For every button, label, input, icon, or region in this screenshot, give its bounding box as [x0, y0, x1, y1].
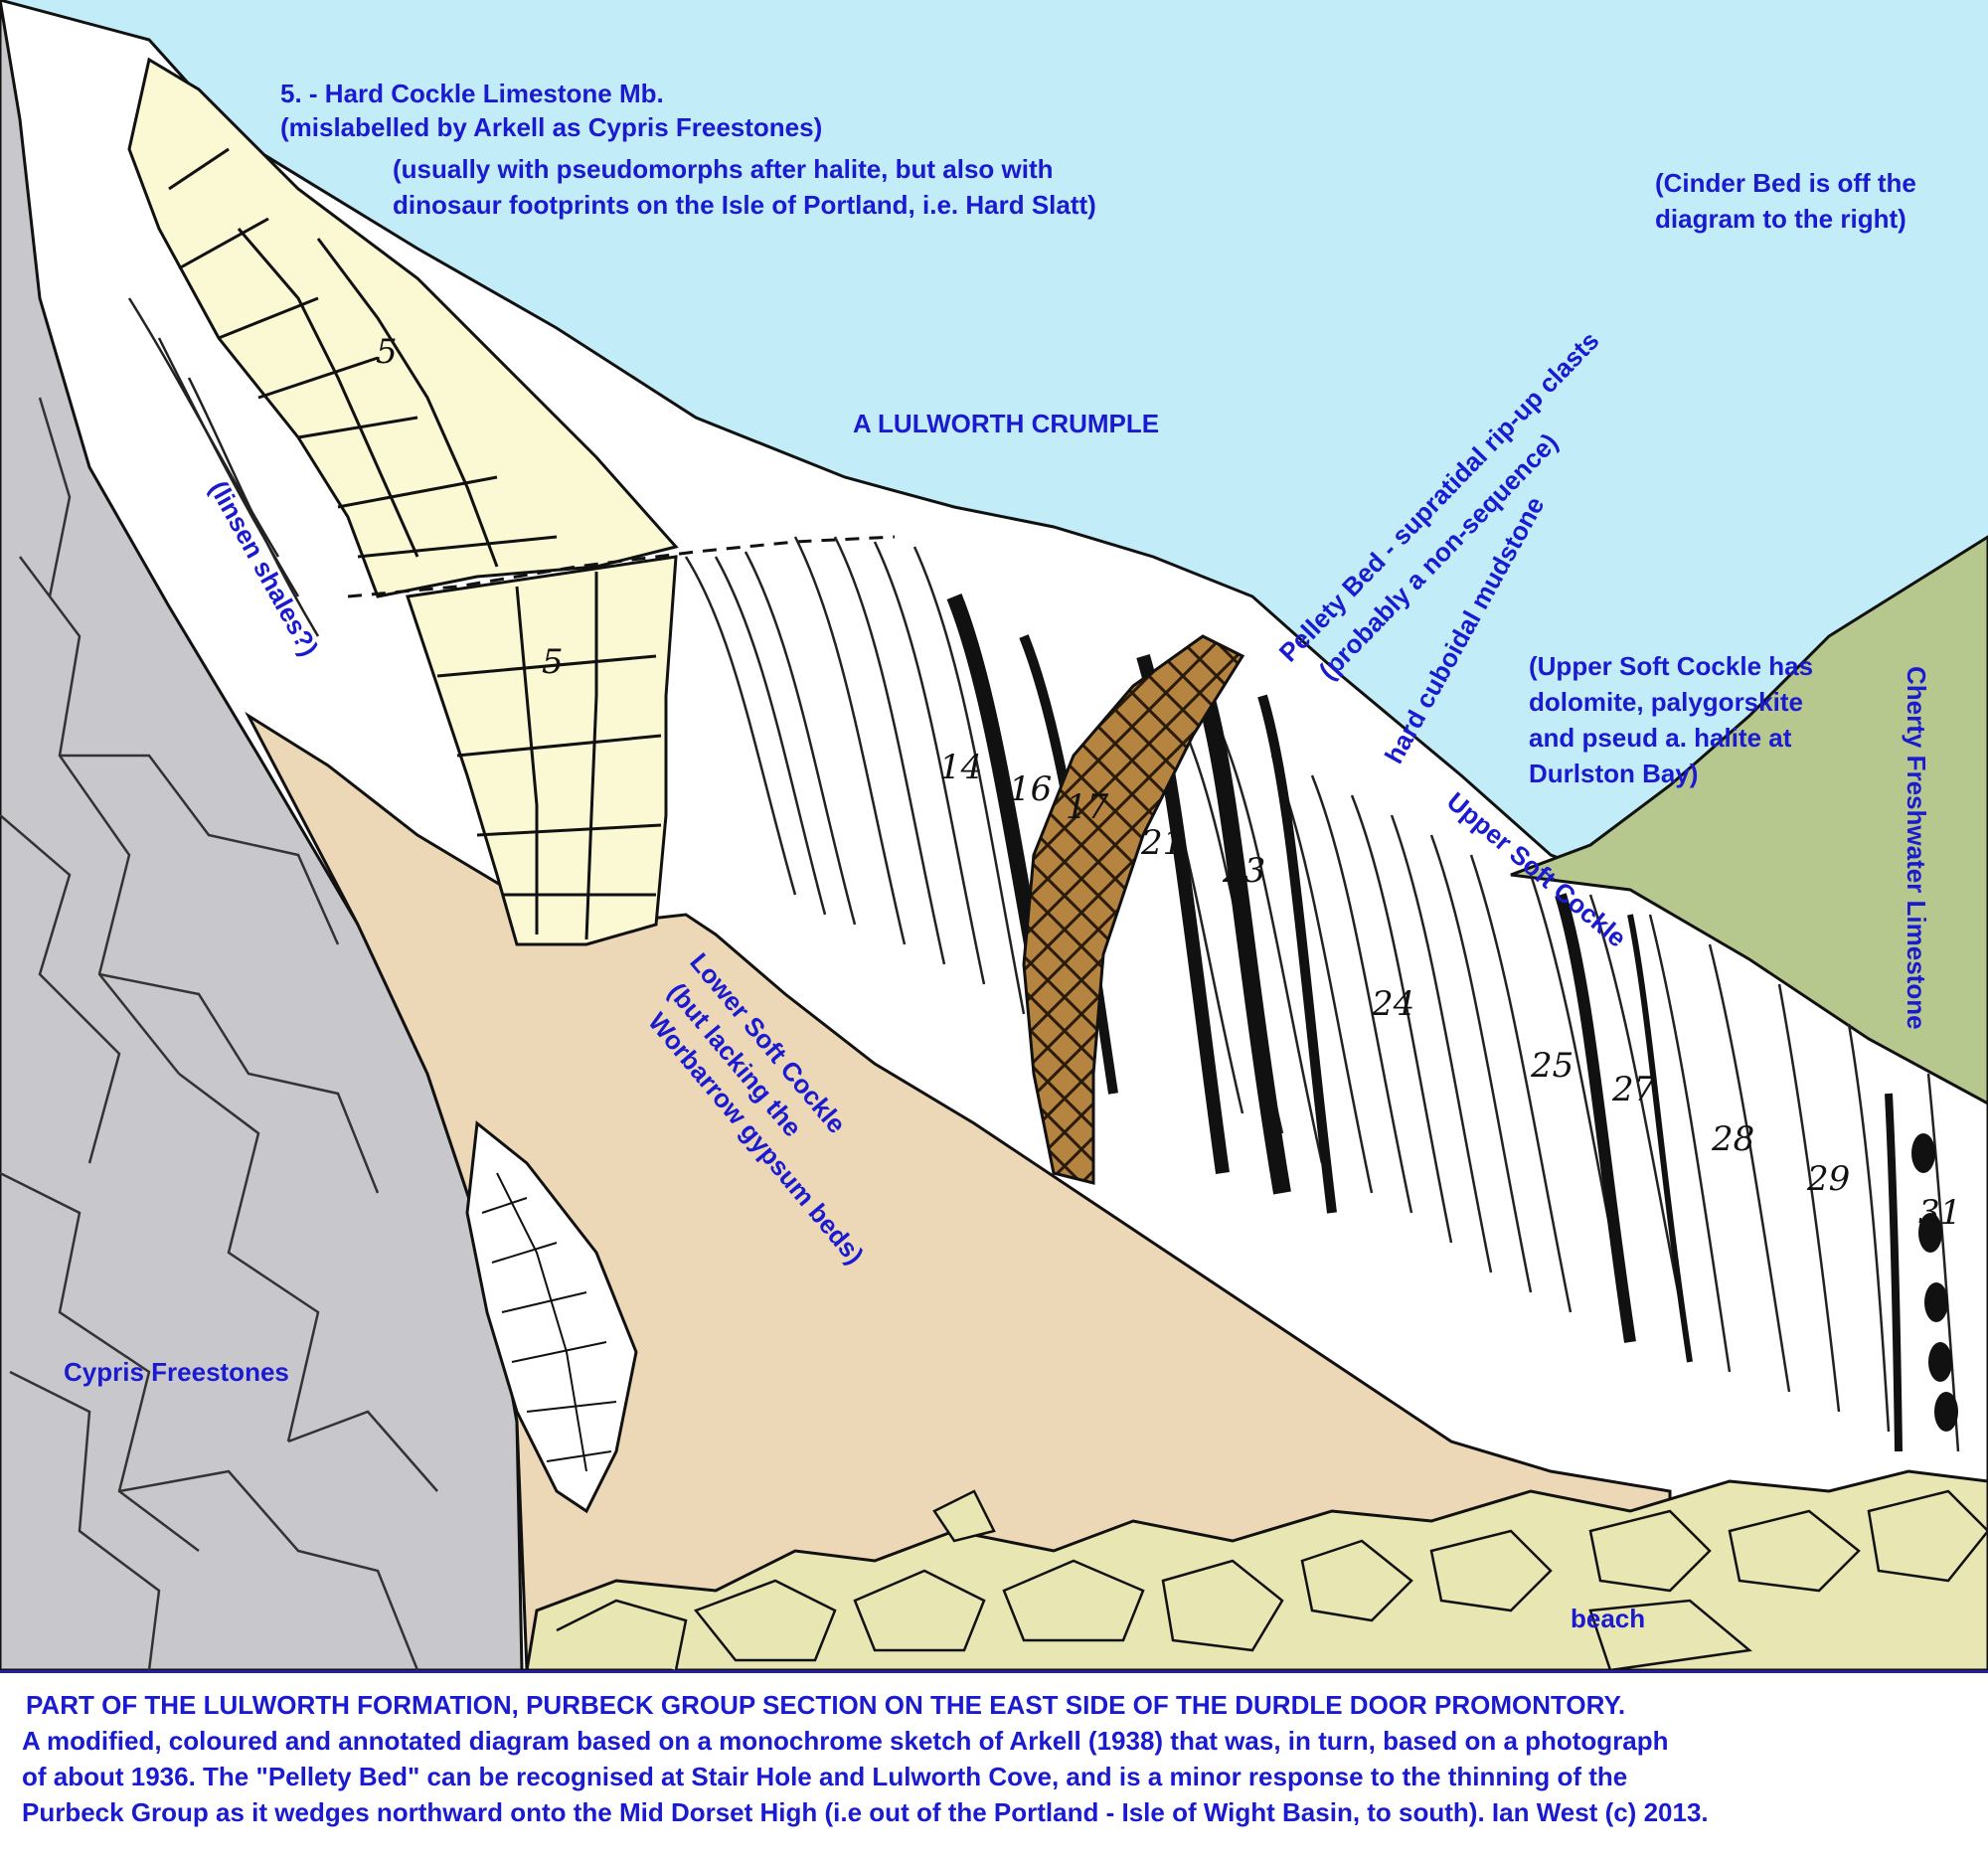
hard-cockle-lower: [406, 555, 678, 946]
label-cypris-freestones: Cypris Freestones: [64, 1357, 289, 1387]
bed-number-29: 29: [1807, 1159, 1851, 1199]
detached-block-joints: [481, 1172, 617, 1472]
bed-31-nodules: [1911, 1133, 1958, 1432]
bed-number-31: 31: [1918, 1193, 1962, 1233]
hard-cockle-upper: [127, 57, 679, 598]
label-upper-note-2: dolomite, palygorskite: [1529, 687, 1803, 717]
bed-number-23: 23: [1223, 851, 1266, 891]
bed-number-5-lower: 5: [542, 642, 564, 682]
label-hard-cockle-1: 5. - Hard Cockle Limestone Mb.: [280, 79, 664, 108]
label-cherty-freshwater-limestone: Cherty Freshwater Limestone: [1902, 666, 1931, 1030]
detached-limestone-block: [465, 1120, 638, 1514]
cypris-joints: [0, 397, 438, 1670]
figure-caption: PART OF THE LULWORTH FORMATION, PURBECK …: [0, 1670, 1988, 1865]
label-halite-1: (usually with pseudomorphs after halite,…: [393, 154, 1054, 184]
bed-number-28: 28: [1712, 1119, 1755, 1159]
bed-number-14: 14: [939, 748, 983, 787]
hard-cockle-upper-joints: [168, 147, 558, 568]
bed-number-25: 25: [1531, 1046, 1574, 1086]
label-cinder-1: (Cinder Bed is off the: [1655, 168, 1916, 198]
caption-title: PART OF THE LULWORTH FORMATION, PURBECK …: [26, 1690, 1626, 1720]
bed-number-21: 21: [1141, 823, 1185, 863]
caption-line-3: of about 1936. The "Pellety Bed" can be …: [22, 1762, 1628, 1791]
label-halite-2: dinosaur footprints on the Isle of Portl…: [393, 190, 1096, 220]
caption-line-2: A modified, coloured and annotated diagr…: [22, 1726, 1669, 1756]
label-beach: beach: [1571, 1604, 1646, 1633]
bed-number-16: 16: [1009, 769, 1053, 809]
label-upper-note-4: Durlston Bay): [1529, 759, 1699, 788]
crumple-dashed-line: [347, 535, 896, 598]
label-upper-note-1: (Upper Soft Cockle has: [1529, 651, 1814, 681]
cherty-freshwater-limestone: [1510, 535, 1988, 1105]
bed-number-5-upper: 5: [376, 332, 398, 372]
bed-number-17: 17: [1066, 787, 1109, 827]
label-lulworth-crumple: A LULWORTH CRUMPLE: [853, 409, 1160, 438]
caption-line-4: Purbeck Group as it wedges northward ont…: [22, 1797, 1709, 1827]
bed-number-24: 24: [1372, 984, 1415, 1024]
label-upper-note-3: and pseud a. halite at: [1529, 723, 1792, 753]
boulder-outlines: [556, 1489, 1988, 1670]
label-cinder-2: diagram to the right): [1655, 204, 1906, 234]
bed-number-27: 27: [1612, 1070, 1656, 1109]
label-hard-cockle-2: (mislabelled by Arkell as Cypris Freesto…: [280, 112, 823, 142]
hard-cockle-lower-joints: [436, 572, 662, 940]
pellety-bed: [1022, 634, 1245, 1185]
geological-cross-section: [0, 0, 1988, 1670]
